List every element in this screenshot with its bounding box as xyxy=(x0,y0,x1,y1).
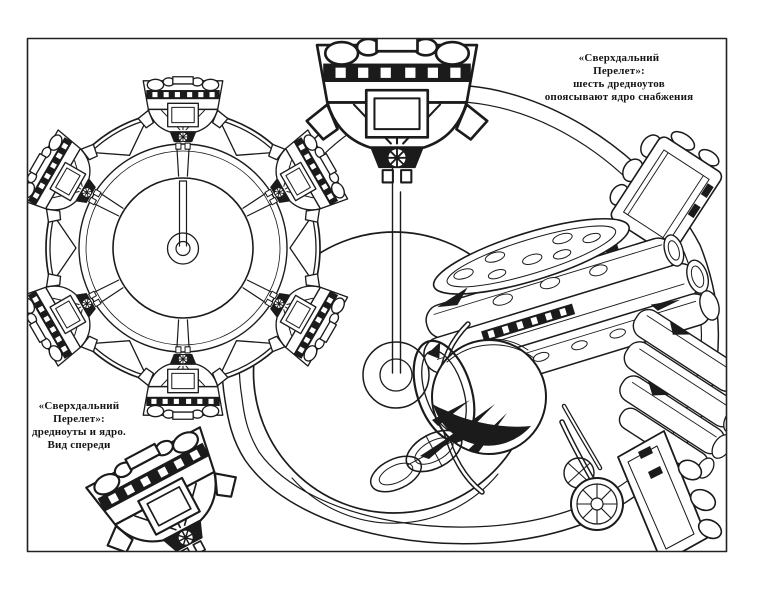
caption-line: «Сверхдальний xyxy=(578,52,660,64)
caption-line: Перелет»: xyxy=(53,413,105,425)
dreadnought-perspective-top xyxy=(305,38,489,184)
caption-line: Вид спереди xyxy=(47,439,111,451)
caption-line: дредноуты и ядро. xyxy=(31,426,127,438)
caption-perspective-view: «Сверхдальний Перелет»: шесть дредноутов… xyxy=(538,52,700,104)
figure-art xyxy=(27,38,727,552)
mounting-collar xyxy=(412,339,476,443)
dreadnought-perspective-bottom-right xyxy=(561,403,723,552)
mounting-ring-2 xyxy=(369,455,423,493)
figure-frame xyxy=(26,37,728,553)
front-ring-inner xyxy=(78,143,288,353)
dorsal-platform xyxy=(432,217,630,295)
mounting-ring-1 xyxy=(405,429,463,473)
caption-line: «Сверхдальний xyxy=(38,400,120,412)
ring-wedge-cutouts xyxy=(49,119,317,377)
caption-line: шесть дредноутов xyxy=(573,78,665,90)
dreadnought-perspective-detail xyxy=(369,217,727,499)
front-view-assembly xyxy=(27,76,355,420)
caption-line: Перелет»: xyxy=(593,65,645,77)
nose-sphere xyxy=(420,338,547,459)
caption-line: опоясывают ядро снабжения xyxy=(544,91,694,103)
caption-front-view: «Сверхдальний Перелет»: дредноуты и ядро… xyxy=(6,400,152,452)
front-core-disc xyxy=(112,177,254,319)
